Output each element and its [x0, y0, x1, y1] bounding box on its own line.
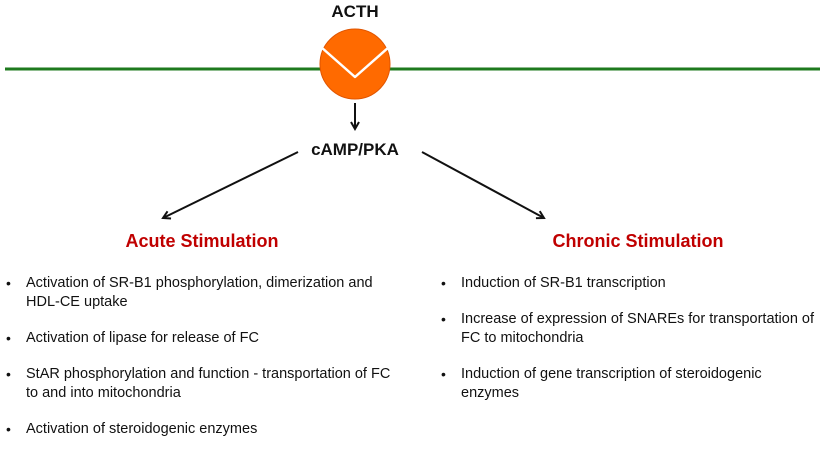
- chronic-effect-item: Increase of expression of SNAREs for tra…: [435, 310, 820, 348]
- chronic-stimulation-title: Chronic Stimulation: [552, 231, 724, 251]
- acute-effect-item: Activation of lipase for release of FC: [0, 329, 405, 348]
- arrow-to-chronic: [421, 151, 544, 218]
- acth-label: ACTH: [331, 2, 379, 21]
- acth-receptor-circle: [319, 28, 391, 100]
- acute-effects-list: Activation of SR-B1 phosphorylation, dim…: [0, 274, 405, 456]
- acute-stimulation-title: Acute Stimulation: [125, 231, 279, 251]
- receptor-notch: [320, 46, 390, 79]
- chronic-effects-list: Induction of SR-B1 transcription Increas…: [435, 274, 820, 420]
- camp-pka-label: cAMP/PKA: [311, 140, 399, 159]
- acute-effect-item: StAR phosphorylation and function - tran…: [0, 365, 405, 403]
- acute-effect-item: Activation of SR-B1 phosphorylation, dim…: [0, 274, 405, 312]
- arrow-to-acute: [163, 151, 299, 218]
- acute-effect-item: Activation of steroidogenic enzymes: [0, 420, 405, 439]
- chronic-effect-item: Induction of SR-B1 transcription: [435, 274, 820, 293]
- chronic-effect-item: Induction of gene transcription of stero…: [435, 365, 820, 403]
